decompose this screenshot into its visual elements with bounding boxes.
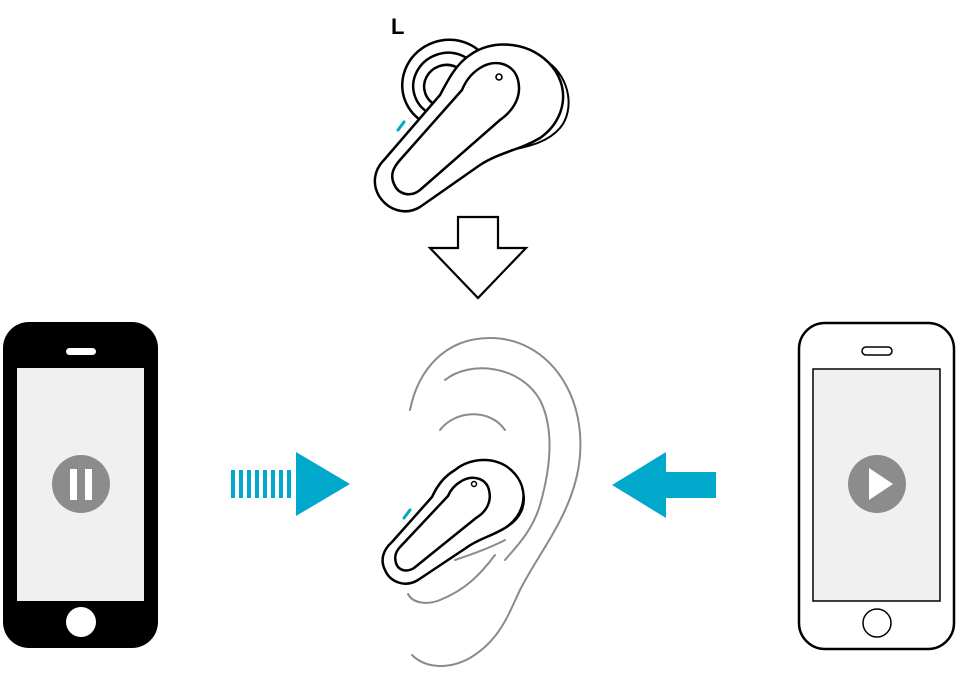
- right-phone: [797, 321, 956, 651]
- right-phone-speaker: [861, 346, 893, 356]
- pause-icon: [52, 455, 110, 513]
- dashed-right-arrow-icon: [231, 452, 350, 516]
- solid-left-arrow-icon: [612, 452, 716, 518]
- ear-with-earbud-icon: [381, 458, 525, 585]
- earbud-side-label: L: [391, 14, 404, 39]
- down-arrow-icon: [427, 215, 529, 300]
- left-phone: [3, 322, 158, 648]
- play-icon: [848, 455, 906, 513]
- right-phone-home-button: [862, 608, 892, 638]
- left-earbud-icon: [373, 38, 570, 213]
- left-phone-speaker: [66, 348, 96, 355]
- left-phone-home-button: [66, 607, 96, 637]
